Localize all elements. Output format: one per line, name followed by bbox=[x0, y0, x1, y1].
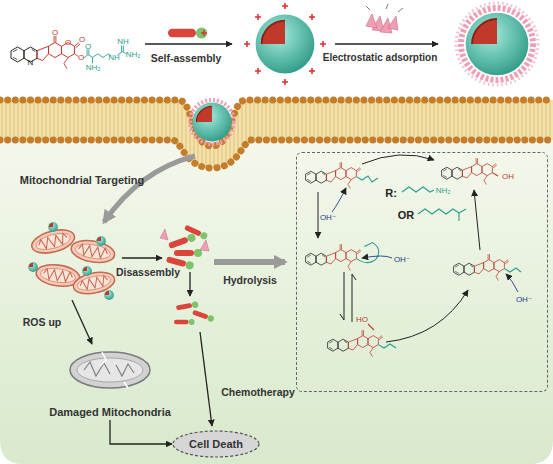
step-label: Self-assembly bbox=[151, 53, 222, 64]
step-label: Electrostatic adsorption bbox=[323, 53, 437, 63]
atom-label: O bbox=[65, 39, 71, 47]
damaged-mitochondrion: Damaged Mitochondria bbox=[42, 346, 178, 420]
step-label: Mitochondrial Targeting bbox=[20, 175, 144, 186]
ellipse-shape bbox=[173, 431, 259, 457]
atom-label: NH₂ bbox=[436, 187, 451, 195]
flow-arrow bbox=[110, 420, 172, 444]
hydroxide-label: OH⁻ bbox=[320, 214, 336, 222]
atom-label: NH bbox=[108, 54, 120, 62]
atom-label: NH bbox=[117, 38, 129, 46]
step-label: Hydrolysis bbox=[223, 275, 277, 286]
step-label: Disassembly bbox=[116, 267, 180, 278]
cell-death-ellipse: Cell Death bbox=[172, 430, 260, 458]
node-text: OR bbox=[398, 210, 415, 221]
mechanism-box: R:OR bbox=[296, 152, 548, 392]
atom-label: NH₂ bbox=[126, 51, 141, 59]
atom-label: O bbox=[85, 43, 91, 51]
node-text: R: bbox=[385, 188, 397, 199]
hydroxide-label: OH⁻ bbox=[516, 296, 532, 304]
node-text: Cell Death bbox=[189, 439, 243, 450]
hydroxide-label: OH⁻ bbox=[394, 256, 410, 264]
atom-label: N bbox=[28, 59, 34, 67]
atom-label: O bbox=[52, 29, 58, 37]
step-label: ROS up bbox=[23, 317, 62, 328]
atom-label: HO bbox=[356, 316, 368, 324]
node-text: Damaged Mitochondria bbox=[49, 407, 171, 418]
atom-label: O bbox=[79, 36, 85, 44]
atom-label: NH₂ bbox=[86, 64, 101, 72]
atom-label: O bbox=[78, 54, 84, 62]
step-label: Chemotherapy bbox=[221, 387, 295, 398]
atom-label: OH bbox=[502, 173, 514, 181]
